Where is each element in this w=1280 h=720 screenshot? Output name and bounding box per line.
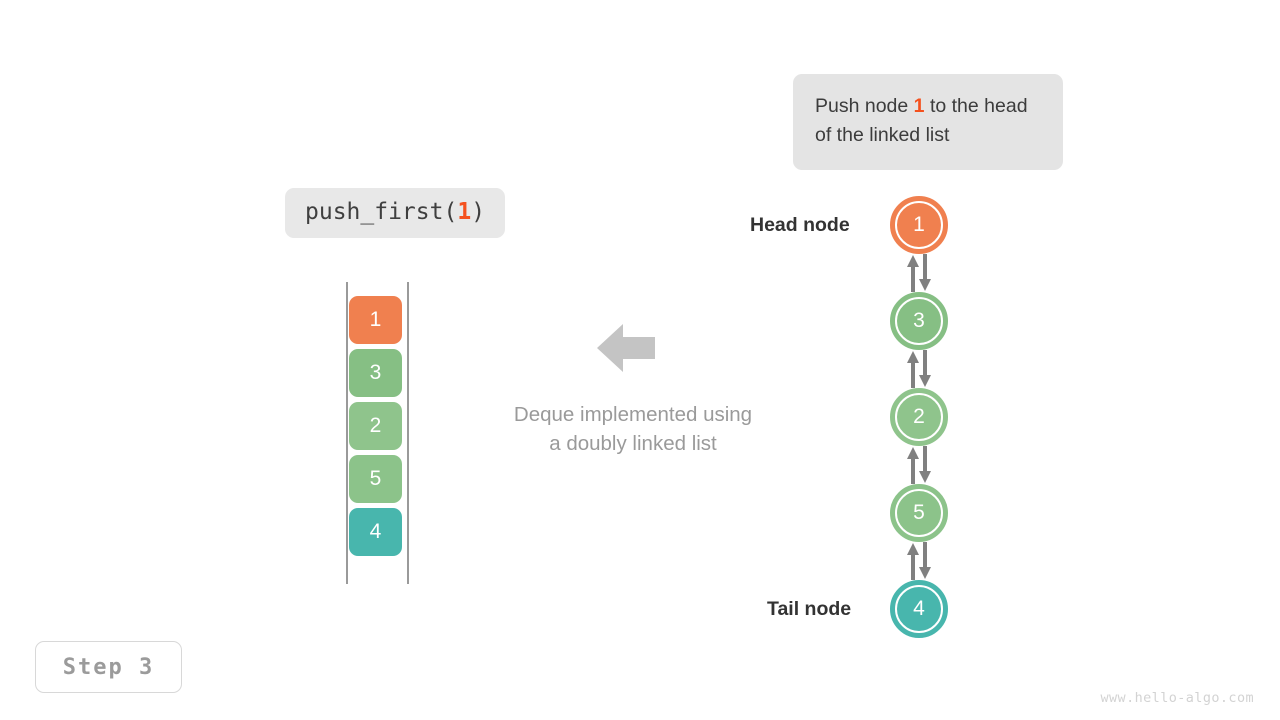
node-value: 3 <box>913 309 925 332</box>
double-arrow-vertical-icon <box>890 350 948 388</box>
array-cell: 2 <box>349 402 402 450</box>
tail-node-label: Tail node <box>767 598 852 620</box>
operation-name: push_first( <box>305 199 458 225</box>
array-cell: 3 <box>349 349 402 397</box>
node-value: 5 <box>913 501 925 524</box>
array-rail-right <box>407 282 409 584</box>
linked-list-view: 1 3 2 5 4 <box>890 196 950 638</box>
linked-list-node: 1 <box>890 196 948 254</box>
caption-line-1: Deque implemented using <box>513 403 753 426</box>
node-value: 1 <box>913 213 925 236</box>
double-arrow-vertical-icon <box>890 254 948 292</box>
callout-push-node: Push node 1 to the head of the linked li… <box>793 74 1063 170</box>
operation-label: push_first(1) <box>285 188 506 238</box>
array-cell: 5 <box>349 455 402 503</box>
linked-list-node: 2 <box>890 388 948 446</box>
linked-list-node: 4 <box>890 580 948 638</box>
array-view: 1 3 2 5 4 <box>340 282 416 586</box>
step-badge: Step 3 <box>35 641 182 693</box>
array-cell-list: 1 3 2 5 4 <box>349 296 402 561</box>
callout-text-after: to the head of the linked list <box>815 95 1028 146</box>
array-cell: 4 <box>349 508 402 556</box>
diagram-caption: Deque implemented using a doubly linked … <box>463 400 803 458</box>
node-value: 4 <box>913 597 925 620</box>
watermark: www.hello-algo.com <box>1100 690 1254 706</box>
operation-argument: 1 <box>457 199 472 225</box>
double-arrow-vertical-icon <box>890 446 948 484</box>
caption-line-2: a doubly linked list <box>549 432 717 455</box>
array-rail-left <box>346 282 348 584</box>
arrow-left-icon <box>597 324 655 372</box>
callout-text-before: Push node <box>815 95 914 117</box>
array-cell: 1 <box>349 296 402 344</box>
double-arrow-vertical-icon <box>890 542 948 580</box>
node-value: 2 <box>913 405 925 428</box>
callout-highlight-value: 1 <box>913 95 925 117</box>
head-node-label: Head node <box>750 214 850 236</box>
linked-list-node: 3 <box>890 292 948 350</box>
linked-list-node: 5 <box>890 484 948 542</box>
operation-close-paren: ) <box>471 199 486 225</box>
